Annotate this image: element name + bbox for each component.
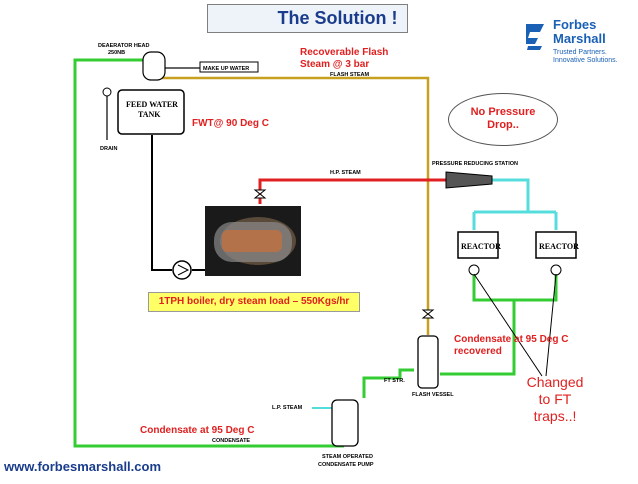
condensate-return-line [73,58,344,448]
condensate-to-flash-vessel [440,300,516,376]
recoverable-flash-line2: Steam @ 3 bar [300,59,370,70]
boiler-caption: 1TPH boiler, dry steam load – 550Kgs/hr [148,292,360,312]
lp-steam-line [472,178,558,230]
slide-title: The Solution ! [207,4,408,33]
reactor-1-label: REACTOR [461,242,501,251]
feed-pump-icon [172,260,192,280]
make-up-water-label: MAKE UP WATER [203,66,249,72]
no-pressure-line2: Drop.. [487,119,519,131]
prs-label: PRESSURE REDUCING STATION [432,161,518,167]
flash-steam-label: FLASH STEAM [330,72,370,78]
forbes-marshall-logo: Forbes Marshall Trusted Partners. Innova… [522,18,632,70]
recoverable-flash-line1: Recoverable Flash [300,47,389,58]
pump-label-2: CONDENSATE PUMP [318,462,374,468]
deaerator-head-label: DEAERATOR HEAD [98,43,149,49]
changed-line1: Changed [526,374,584,390]
logo-mark-icon [526,24,544,50]
deaerator-head [142,51,166,81]
pressure-reducing-station [445,171,493,189]
fwt-label: FWT@ 90 Deg C [192,118,269,129]
changed-line3: traps..! [533,408,577,424]
trap-pointer-line [473,273,557,377]
flash-vessel-outlet [362,368,414,398]
no-pressure-drop-callout: No Pressure Drop.. [448,93,558,146]
hp-steam-line [258,178,446,204]
condensate-95-label: Condensate at 95 Deg C [140,425,255,436]
ft-trap-2-icon [550,264,562,276]
condensate-recovered-line2: recovered [454,346,502,357]
recoverable-flash-label: Recoverable Flash Steam @ 3 bar [300,47,388,71]
flash-vessel-valve-icon [421,309,435,319]
condensate-pump [331,399,359,447]
condensate-recovered-line1: Condensate at 95 Deg C [454,334,569,345]
reactor-2 [535,231,577,259]
logo-name-line1: Forbes [553,17,597,32]
reactor-condensate-line [472,274,558,302]
hp-steam-label: H.P. STEAM [330,170,361,176]
reactor-1 [457,231,499,259]
no-pressure-line1: No Pressure [470,106,536,118]
flash-vessel-label: FLASH VESSEL [412,392,454,398]
changed-line2: to FT [538,391,572,407]
reactor-2-label: REACTOR [539,242,579,251]
make-up-water-box [199,61,259,73]
pump-label-1: STEAM OPERATED [322,454,373,460]
logo-name-line2: Marshall [553,31,606,46]
feed-water-tank [117,89,185,135]
flash-steam-line [158,76,430,335]
logo-tagline: Trusted Partners. Innovative Solutions. [553,49,618,65]
logo-tagline-line2: Innovative Solutions. [553,57,618,64]
condensate-label: CONDENSATE [212,438,250,444]
ft-trap-1-icon [468,264,480,276]
drain-label: DRAIN [100,146,117,152]
lp-steam-label: L.P. STEAM [272,405,303,411]
deaerator-size-label: 250NB [108,50,125,56]
flash-vessel [417,335,439,389]
feed-water-tank-label-2: TANK [138,110,161,119]
condensate-recovered-label: Condensate at 95 Deg C recovered [454,334,568,358]
changed-to-ft-traps-callout: Changed to FT traps..! [516,374,594,425]
logo-name: Forbes Marshall [553,18,606,46]
boiler-image [205,206,301,276]
hp-steam-valve-icon [253,189,267,199]
ft-str-label: FT STR. [384,378,405,384]
gauge-icon [102,87,112,97]
website-footer[interactable]: www.forbesmarshall.com [4,459,162,474]
logo-tagline-line1: Trusted Partners. [553,49,607,56]
feed-water-line [151,135,210,271]
feed-water-tank-label-1: FEED WATER [126,100,178,109]
